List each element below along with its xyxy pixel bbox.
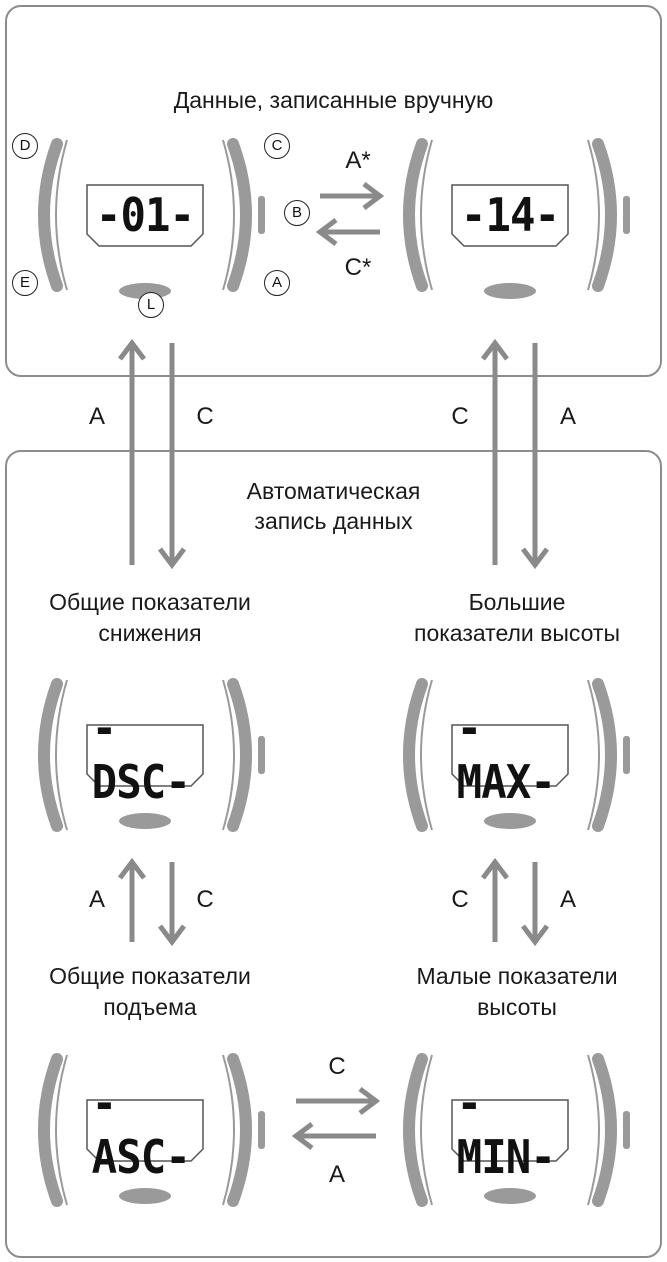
watch-max: -MAX- xyxy=(390,670,630,840)
dsc-label-line2: снижения xyxy=(98,620,202,646)
button-e-marker: E xyxy=(12,270,38,296)
watch-body-icon xyxy=(403,138,630,299)
arrow-down-left-long xyxy=(158,343,186,570)
watch-asc: -ASC- xyxy=(25,1045,265,1215)
dsc-label-line1: Общие показатели xyxy=(49,589,251,615)
label-mid-left-c: C xyxy=(196,886,214,913)
max-label-line1: Большие xyxy=(468,589,566,615)
arrow-right-bottom xyxy=(296,1087,381,1115)
label-c-star: C* xyxy=(344,254,372,281)
arrow-up-left-long xyxy=(118,338,146,565)
label-mid-left-a: A xyxy=(88,886,105,913)
label-bottom-c: C xyxy=(328,1053,346,1080)
button-a-marker: A xyxy=(264,270,290,296)
label-mid-right-c: C xyxy=(451,886,469,913)
label-left-up-a: A xyxy=(88,403,105,430)
button-c-marker: C xyxy=(264,133,290,159)
watch-min: -MIN- xyxy=(390,1045,630,1215)
label-right-up-c: C xyxy=(451,403,469,430)
min-label-line2: высоты xyxy=(477,994,557,1020)
label-mid-right-a: A xyxy=(559,886,576,913)
auto-data-title-line2: запись данных xyxy=(254,508,413,534)
button-b-marker: B xyxy=(284,200,310,226)
watch-dsc: -DSC- xyxy=(25,670,265,840)
arrow-right-top xyxy=(320,182,385,210)
watch-body-icon xyxy=(403,1053,630,1207)
watch-body-icon xyxy=(38,138,265,299)
watch-body-icon xyxy=(38,1053,265,1207)
lcd-display: -01- xyxy=(95,188,195,242)
watch-body-icon xyxy=(38,678,265,832)
arrow-left-top xyxy=(315,218,380,246)
label-a-star: A* xyxy=(345,147,371,174)
arrow-up-left-short xyxy=(118,857,146,942)
arrow-down-left-short xyxy=(158,862,186,947)
watch-body-icon xyxy=(403,678,630,832)
watch-manual-01: -01- xyxy=(25,130,265,300)
watch-manual-14: -14- xyxy=(390,130,630,300)
button-l-marker: L xyxy=(138,292,164,318)
button-d-marker: D xyxy=(12,133,38,159)
manual-data-title: Данные, записанные вручную xyxy=(173,87,494,113)
auto-data-title-line1: Автоматическая xyxy=(246,478,421,504)
arrow-up-right-short xyxy=(481,857,509,942)
lcd-display: -14- xyxy=(460,188,560,242)
arrow-left-bottom xyxy=(291,1122,376,1150)
label-bottom-a: A xyxy=(328,1161,345,1188)
arrow-down-right-short xyxy=(521,862,549,947)
min-label-line1: Малые показатели xyxy=(416,963,618,989)
label-left-down-c: C xyxy=(196,403,214,430)
asc-label-line2: подъема xyxy=(103,994,197,1020)
asc-label-line1: Общие показатели xyxy=(49,963,251,989)
max-label-line2: показатели высоты xyxy=(413,620,620,646)
arrow-down-right-long xyxy=(521,343,549,570)
label-right-down-a: A xyxy=(559,403,576,430)
arrow-up-right-long xyxy=(481,338,509,565)
